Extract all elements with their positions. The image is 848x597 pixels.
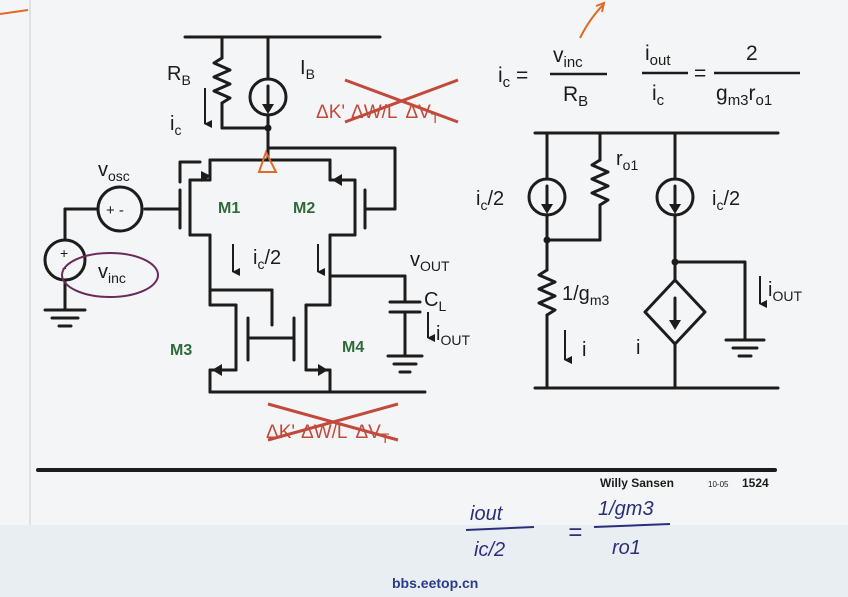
hand-rhs-denominator: ro1: [612, 537, 641, 559]
m2-label: M2: [293, 200, 315, 217]
eq2-rhs-denominator: gm3ro1: [716, 82, 772, 109]
iout-label-right: iOUT: [768, 279, 802, 304]
tail-node-dot: [264, 124, 272, 132]
eq1-numerator: vinc: [553, 44, 583, 71]
hand-lhs-numerator: iout: [470, 503, 504, 525]
hand-lhs-denominator: ic/2: [474, 539, 505, 561]
eq1-denominator: RB: [563, 83, 588, 110]
cross-top-2: [344, 78, 459, 124]
eq2-equals: =: [694, 62, 706, 85]
m4-source-arrow: [318, 364, 328, 376]
footer-page: 1524: [742, 476, 769, 490]
m4-label: M4: [342, 339, 364, 356]
i-left-label: i: [582, 339, 586, 361]
hand-lhs-fraction-bar: [465, 526, 535, 531]
orange-arrow-head: [595, 1, 606, 13]
footer-code: 10-05: [708, 480, 729, 489]
m1-label: M1: [218, 200, 240, 217]
m2-source-arrow: [332, 174, 342, 186]
gm3-resistor: [537, 268, 557, 317]
i-right-label: i: [636, 337, 640, 359]
ic-half-label: ic/2: [253, 247, 281, 272]
vinc-plus-sign: +: [60, 245, 68, 261]
m3-source-arrow: [212, 364, 222, 376]
lower-page: [0, 525, 848, 597]
ro1-label: ro1: [616, 148, 638, 173]
vinc-label: vinc: [98, 261, 126, 286]
dependent-arrow-head: [669, 320, 681, 330]
orange-arrow-mark: [579, 3, 605, 39]
m1-source-arrow: [201, 171, 211, 182]
m3-label: M3: [170, 342, 192, 359]
gm3-label: 1/gm3: [562, 283, 609, 308]
rb-resistor: [212, 56, 232, 105]
orange-edge-mark: [0, 9, 29, 15]
eq2-rhs-numerator: 2: [746, 42, 758, 65]
ib-label: IB: [300, 57, 315, 82]
right-source-arrow-head: [669, 204, 681, 214]
ib-arrow-head: [262, 104, 274, 114]
orange-triangle-mark: [257, 149, 278, 173]
footer-author: Willy Sansen: [600, 476, 674, 490]
right-ic-half-left-label: ic/2: [476, 188, 504, 213]
left-source-arrow-head: [541, 204, 553, 214]
vosc-label: vosc: [98, 159, 130, 184]
right-ic-half-right-label: ic/2: [712, 188, 740, 213]
eq1-lhs: ic =: [498, 64, 528, 91]
eq2-lhs-denominator: ic: [652, 82, 665, 109]
iout-label-left: iOUT: [436, 323, 470, 348]
hand-rhs-fraction-bar: [593, 523, 671, 528]
vout-label: vOUT: [410, 249, 450, 274]
watermark: bbs.eetop.cn: [392, 575, 478, 591]
rb-label: RB: [167, 63, 191, 88]
vosc-signs: + -: [106, 202, 124, 219]
cross-bottom-2: [267, 402, 399, 442]
right-node-dot-1: [543, 236, 551, 244]
hand-rhs-numerator: 1/gm3: [598, 498, 654, 520]
right-node-dot-2: [671, 258, 679, 266]
eq2-lhs-numerator: iout: [645, 42, 671, 69]
m1-bulk-wire: [178, 160, 202, 184]
vinc-circle-mark: [61, 252, 159, 298]
ic-label: ic: [170, 113, 181, 138]
cl-label: CL: [424, 289, 446, 314]
hand-equals: =: [568, 519, 582, 546]
ro1-resistor: [590, 158, 610, 207]
m2-gate-to-tail: [266, 146, 397, 211]
